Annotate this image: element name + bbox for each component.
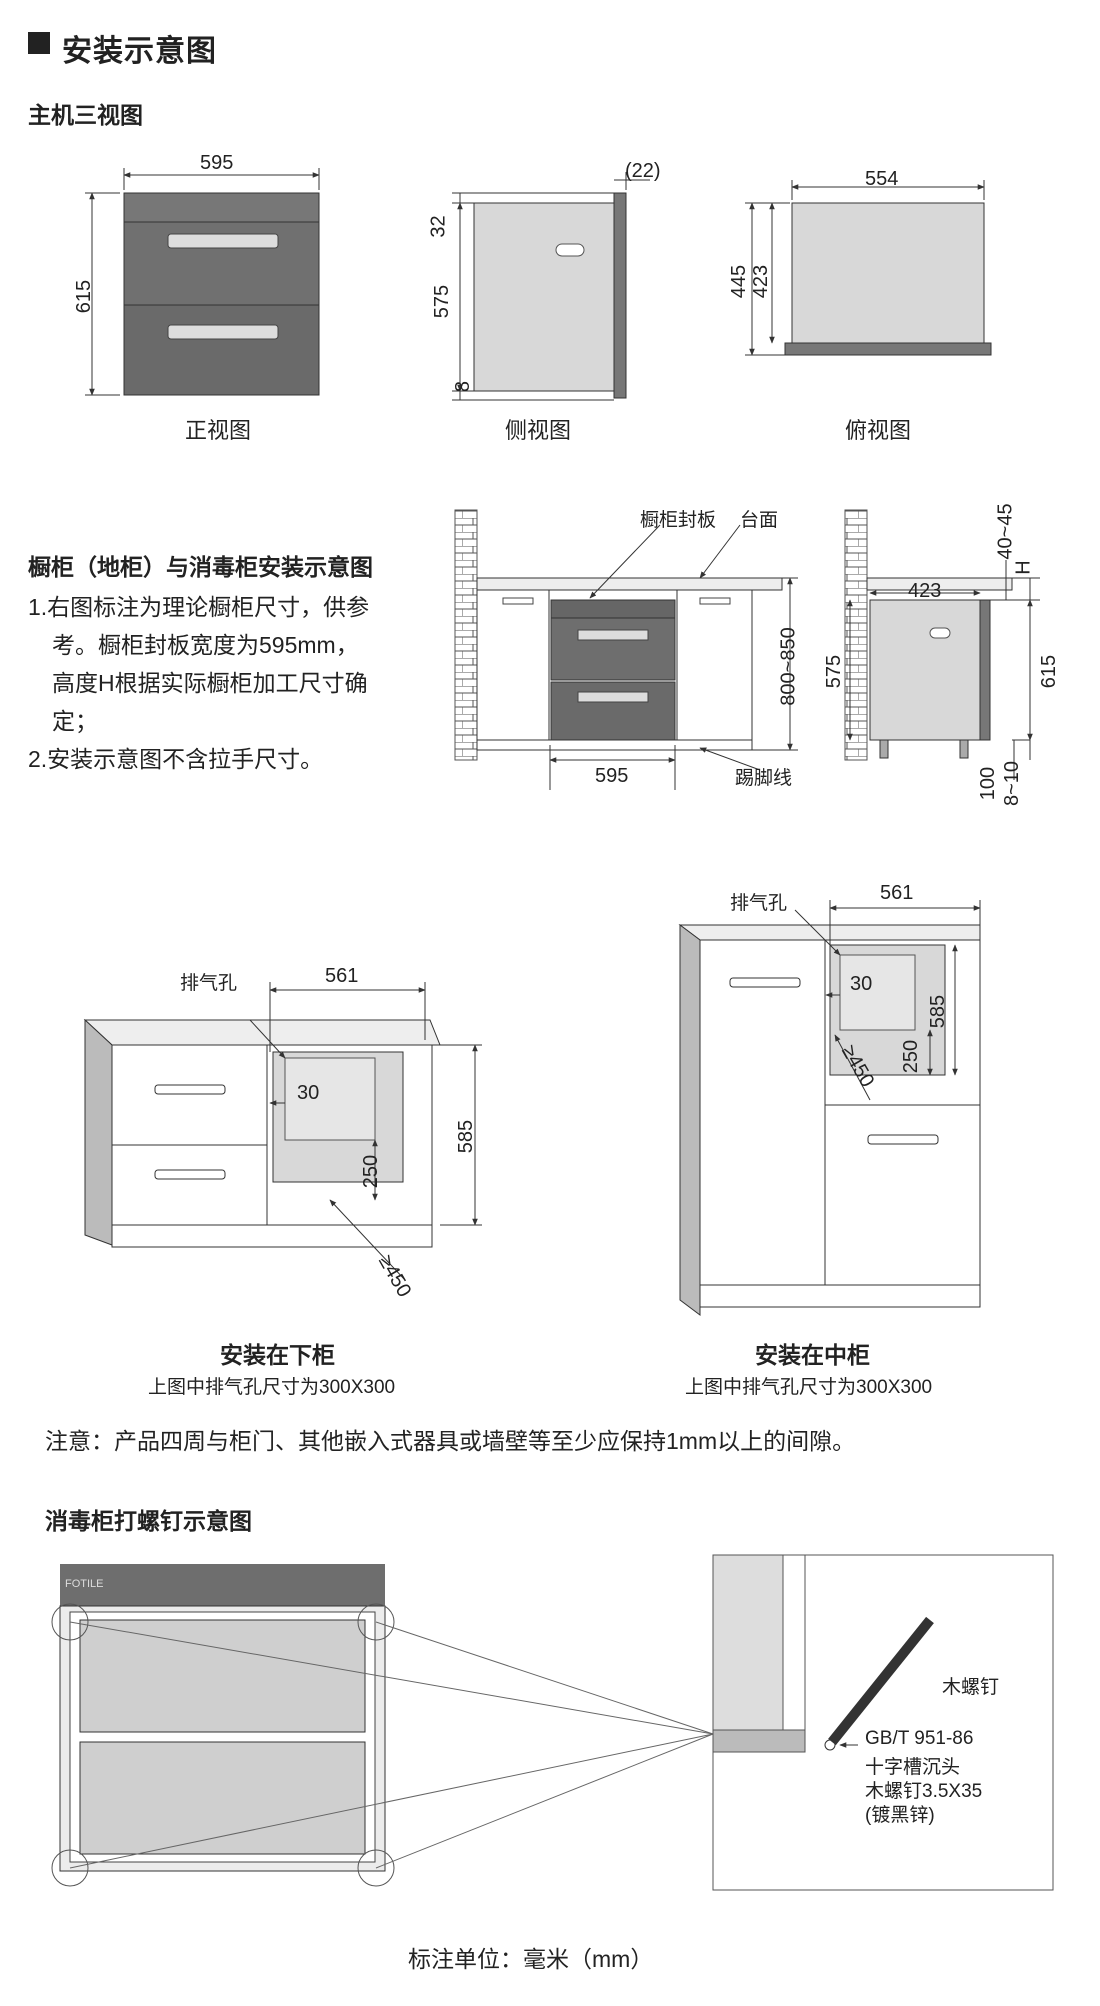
cabinet-heading: 橱柜（地柜）与消毒柜安装示意图: [28, 554, 373, 580]
wood-screw-label: 木螺钉: [942, 1677, 1000, 1698]
screw-diagram: [51, 1554, 1054, 1891]
mid-250-label: 250: [900, 1039, 923, 1074]
screw-heading: 消毒柜打螺钉示意图: [45, 1508, 252, 1534]
spec-line-3: 木螺钉3.5X35: [865, 1781, 983, 1802]
side-mid-label: 575: [431, 284, 454, 319]
warning-note: 注意：产品四周与柜门、其他嵌入式器具或墙壁等至少应保持1mm以上的间隙。: [45, 1428, 856, 1454]
cabinet-front-diagram: [454, 509, 798, 790]
note-line: 2.安装示意图不含拉手尺寸。: [28, 746, 324, 772]
kick-label: 踢脚线: [735, 768, 793, 789]
note-line: 考。橱柜封板宽度为595mm，: [52, 632, 359, 658]
lower-subcaption: 上图中排气孔尺寸为300X300: [148, 1377, 396, 1398]
mid-vent-label: 排气孔: [730, 893, 788, 914]
side-view: [452, 172, 650, 401]
top-width-label: 554: [865, 168, 899, 190]
mid-585-label: 585: [927, 994, 950, 1029]
spec-line-4: (镀黑锌): [865, 1805, 935, 1826]
side-575-label: 575: [823, 654, 846, 689]
note-line: 定；: [52, 708, 98, 734]
install-mid-diagram: [678, 900, 981, 1316]
top-h2-label: 423: [750, 264, 773, 299]
side-top-label: 32: [427, 215, 450, 238]
side-depth-label: (22): [625, 160, 661, 182]
unit-note: 标注单位：毫米（mm）: [408, 1946, 654, 1972]
spec-line-1: GB/T 951-86: [865, 1728, 974, 1749]
side-810-label: 8~10: [1001, 760, 1024, 807]
front-width-label: 595: [200, 152, 234, 174]
spec-line-2: 十字槽沉头: [865, 1757, 961, 1778]
mid-width-label: 561: [880, 882, 914, 904]
lower-30-label: 30: [297, 1082, 320, 1104]
lower-width-label: 561: [325, 965, 359, 987]
side-gap-label: 40~45: [994, 503, 1017, 560]
front-view: [85, 168, 320, 396]
brand-logo: FOTILE: [65, 1578, 104, 1590]
mid-caption: 安装在中柜: [755, 1342, 870, 1368]
note-line: 高度H根据实际橱柜加工尺寸确: [52, 670, 368, 696]
top-view: [745, 180, 992, 356]
note-line: 1.右图标注为理论橱柜尺寸，供参: [28, 594, 370, 620]
views-heading: 主机三视图: [28, 102, 143, 128]
lower-vent-label: 排气孔: [180, 973, 238, 994]
board-label: 橱柜封板: [640, 510, 717, 531]
install-lower-diagram: [83, 982, 482, 1281]
side-h-label: H: [1012, 560, 1035, 575]
title-square-icon: [28, 32, 50, 54]
lower-caption: 安装在下柜: [220, 1342, 335, 1368]
side-depth-cab-label: 423: [908, 580, 942, 602]
top-h1-label: 445: [728, 264, 751, 299]
mid-30-label: 30: [850, 973, 873, 995]
page-title: 安装示意图: [62, 35, 217, 68]
front-height-label: 615: [73, 279, 96, 314]
side-615-label: 615: [1038, 654, 1061, 689]
cabinet-height-label: 800~850: [777, 627, 800, 706]
cabinet-notes: 1.右图标注为理论橱柜尺寸，供参 考。橱柜封板宽度为595mm， 高度H根据实际…: [28, 588, 369, 778]
lower-585-label: 585: [455, 1119, 478, 1154]
top-view-caption: 俯视图: [845, 418, 912, 443]
side-view-caption: 侧视图: [505, 418, 572, 443]
counter-label: 台面: [740, 510, 779, 531]
side-bottom-label: 8: [452, 380, 475, 393]
mid-subcaption: 上图中排气孔尺寸为300X300: [685, 1377, 933, 1398]
lower-250-label: 250: [360, 1154, 383, 1189]
front-view-caption: 正视图: [185, 418, 252, 443]
cabinet-side-diagram: [844, 509, 1040, 780]
cabinet-width-label: 595: [595, 765, 629, 787]
side-100-label: 100: [977, 766, 1000, 801]
